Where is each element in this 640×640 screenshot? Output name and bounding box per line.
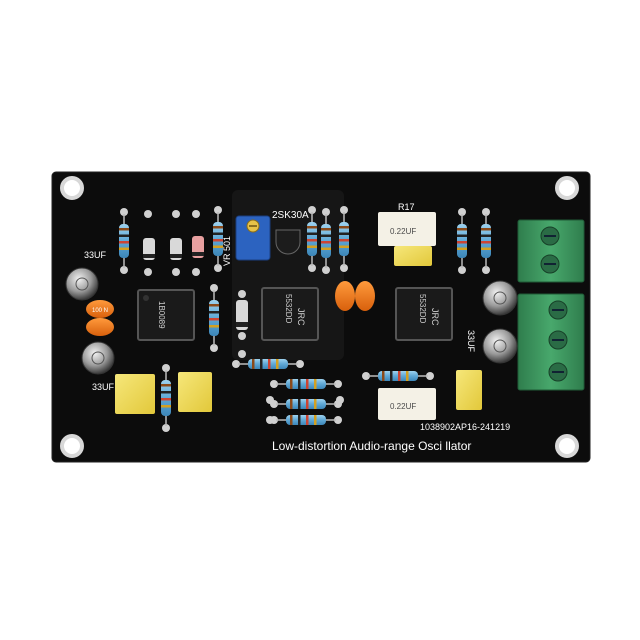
resistor	[481, 214, 491, 268]
resistor	[276, 399, 336, 409]
diodes	[143, 236, 248, 330]
svg-text:0.22UF: 0.22UF	[390, 402, 416, 411]
svg-text:JRC: JRC	[430, 308, 440, 326]
ic-chip-3: JRC 5532DD	[395, 287, 453, 341]
resistor	[119, 214, 129, 268]
label-transistor: 2SK30A	[272, 210, 309, 221]
svg-text:5532DD: 5532DD	[284, 294, 293, 324]
svg-text:5532DD: 5532DD	[418, 294, 427, 324]
svg-text:1B0089: 1B0089	[157, 301, 166, 329]
electrolytic-capacitors	[65, 267, 518, 375]
ic-chip-2: JRC 5532DD	[261, 287, 319, 341]
label-pot: VR 501	[222, 236, 232, 266]
resistor	[339, 212, 349, 266]
resistor	[238, 359, 298, 369]
resistors	[119, 212, 491, 426]
svg-text:0.22UF: 0.22UF	[390, 227, 416, 236]
resistor	[276, 379, 336, 389]
resistor	[321, 214, 331, 268]
solder-pads	[120, 206, 490, 432]
label-cap-right: 33UF	[466, 330, 476, 353]
box-capacitors	[115, 246, 482, 414]
transistor	[275, 229, 301, 255]
trimmer-pot	[235, 215, 271, 261]
resistor	[368, 371, 428, 381]
orange-cap-text: 100 N	[92, 308, 108, 314]
mounting-holes	[60, 176, 579, 458]
label-resistor-ref: R17	[398, 202, 415, 212]
resistor	[209, 290, 219, 346]
label-cap-bottom: 33UF	[92, 382, 115, 392]
resistor	[307, 212, 317, 266]
svg-text:JRC: JRC	[296, 308, 306, 326]
resistor	[213, 212, 223, 266]
white-capacitors: 0.22UF 0.22UF	[378, 212, 436, 420]
ic-chip-1: 1B0089	[137, 289, 195, 341]
terminal-block-bottom	[517, 293, 585, 391]
orange-capacitors: 100 N	[86, 281, 375, 336]
board-title: Low-distortion Audio-range Osci llator	[272, 439, 471, 453]
resistor	[276, 415, 336, 425]
board-code: 1038902AP16-241219	[420, 422, 510, 432]
terminal-block-top	[517, 219, 585, 283]
label-cap-top: 33UF	[84, 250, 107, 260]
resistor	[457, 214, 467, 268]
resistor	[161, 370, 171, 426]
